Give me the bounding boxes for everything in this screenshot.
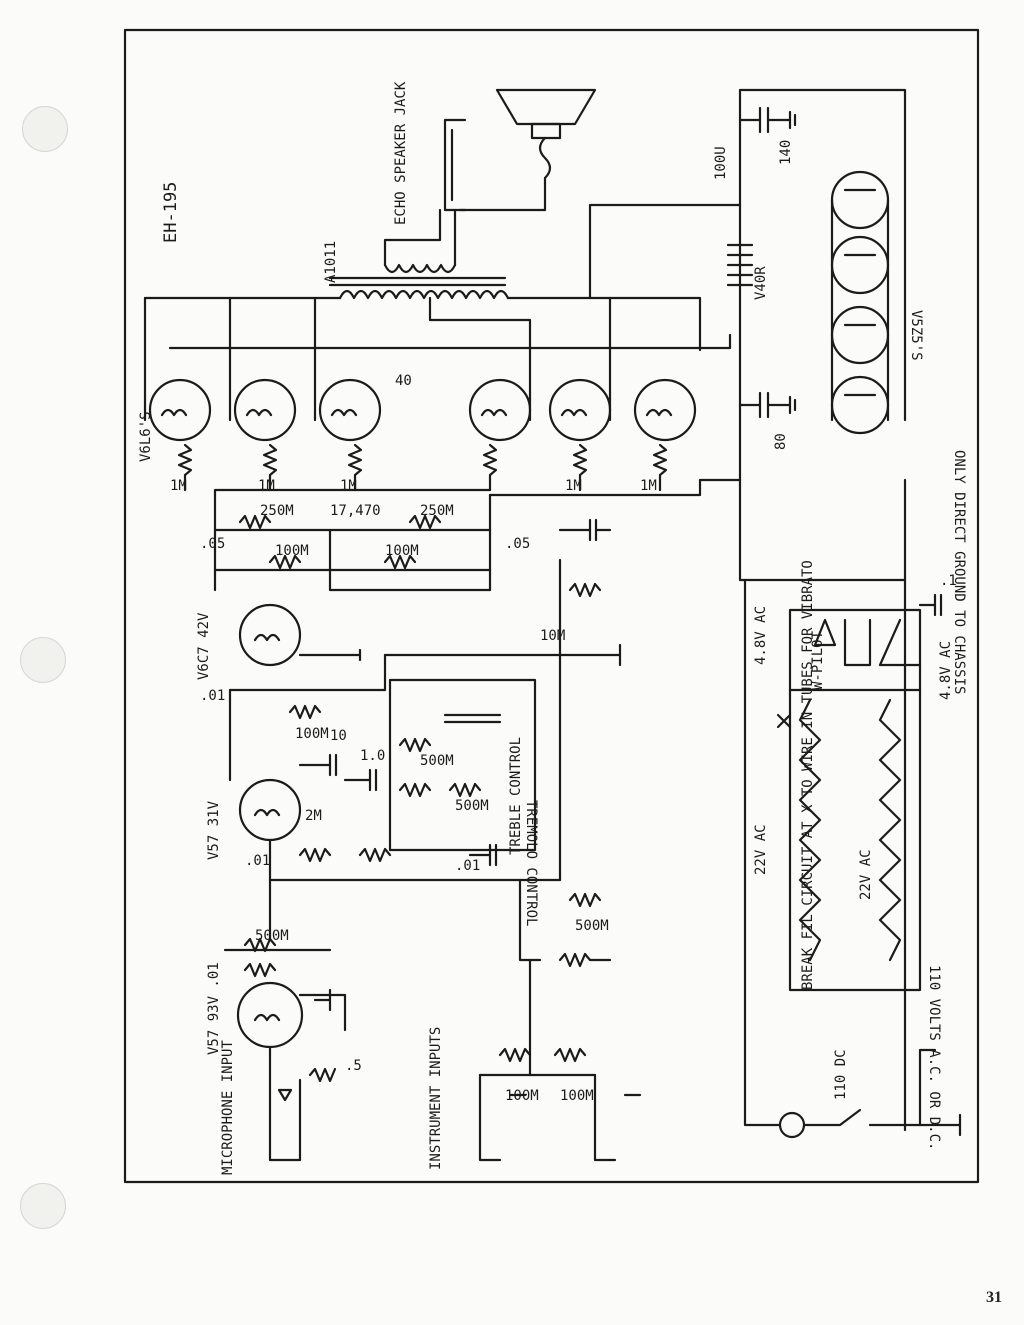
- echo-jack-label: ECHO SPEAKER JACK: [393, 81, 409, 225]
- cap-80-label: 80: [773, 433, 789, 450]
- output-tubes-label: V6L6'S: [138, 411, 154, 462]
- resistor-label: 250M: [260, 503, 294, 519]
- tone-tube-label: V57 31V: [206, 800, 222, 860]
- choke-label: V40R: [753, 266, 769, 300]
- cap-140-label: 140: [778, 140, 794, 165]
- resistor-label: 1M: [565, 478, 582, 494]
- resistor-label: 250M: [420, 503, 454, 519]
- capacitor-label: .5: [345, 1058, 362, 1074]
- capacitor-label: .01: [455, 858, 480, 874]
- resistor-label: 500M: [420, 753, 454, 769]
- capacitor-label: 1.0: [360, 748, 385, 764]
- power-section: [738, 478, 962, 1139]
- tremolo-control-label: TREMOLO CONTROL: [523, 800, 539, 926]
- capacitor-label: .05: [200, 536, 225, 552]
- rectifier-tubes: [830, 170, 890, 435]
- input-stage: [223, 878, 347, 1162]
- microphone-input-label: MICROPHONE INPUT: [220, 1040, 236, 1175]
- filter-cap-top: [738, 106, 797, 134]
- output-transformer: [328, 208, 510, 300]
- pilot-label: W-PILOT: [810, 630, 826, 690]
- resistor-label: 2M: [305, 808, 322, 824]
- capacitor-label: 10: [330, 728, 347, 744]
- tone-section: [228, 653, 562, 882]
- resistor-label: 100M: [505, 1088, 539, 1104]
- resistor-label: 10M: [540, 628, 565, 644]
- resistor-label: 100M: [385, 543, 419, 559]
- pilot-fuse: [778, 1111, 806, 1139]
- resistor-label: 100M: [275, 543, 309, 559]
- model-label: EH-195: [161, 182, 181, 243]
- resistor-label: 500M: [255, 928, 289, 944]
- treble-control-label: TREBLE CONTROL: [508, 737, 524, 855]
- voltage-48-b: 4.8V AC: [938, 641, 954, 700]
- grid-resistors: [177, 443, 668, 592]
- mains-label: 110 VOLTS A.C. OR D.C.: [926, 965, 942, 1150]
- resistor-label: 500M: [455, 798, 489, 814]
- capacitor-label: 40: [395, 373, 412, 389]
- filament-voltage-a: 22V AC: [753, 824, 769, 875]
- capacitor-label: .01: [200, 688, 225, 704]
- filter-choke: [726, 243, 754, 287]
- phase-inverter-network: [213, 493, 612, 882]
- resistor-label: 100M: [295, 726, 329, 742]
- rectifier-label: V5Z5'S: [908, 310, 924, 361]
- ground-note: ONLY DIRECT GROUND TO CHASSIS: [951, 450, 967, 694]
- echo-jack: [443, 118, 547, 212]
- mains-switch-label: 110 DC: [833, 1049, 849, 1100]
- voltage-48-a: 4.8V AC: [753, 606, 769, 665]
- resistor-label: 100M: [560, 1088, 594, 1104]
- page-number: 31: [986, 1289, 1002, 1306]
- capacitor-label: .01: [245, 853, 270, 869]
- cap-100u-label: 100U: [713, 146, 729, 180]
- binder-hole-bottom: [20, 1183, 66, 1229]
- filament-voltage-b: 22V AC: [858, 849, 874, 900]
- capacitor-label: .05: [505, 536, 530, 552]
- schematic-frame: [123, 28, 980, 1184]
- resistor-label: 500M: [575, 918, 609, 934]
- filter-cap-bottom: [738, 391, 797, 419]
- resistor-label: 1M: [170, 478, 187, 494]
- filament-note: BREAK FIL CIRCUIT AT X TO WIRE IN TUBES …: [800, 560, 816, 990]
- resistor-label: 1M: [258, 478, 275, 494]
- instrument-inputs: [478, 878, 642, 1162]
- speaker-symbol: [495, 88, 597, 180]
- binder-hole-middle: [20, 637, 66, 683]
- resistor-label: 17,470: [330, 503, 381, 519]
- resistor-label: 1M: [340, 478, 357, 494]
- driver-tube: [238, 603, 302, 667]
- binder-hole-top: [22, 106, 68, 152]
- output-tubes: [148, 378, 697, 442]
- capacitor-label: .1: [940, 573, 957, 589]
- transformer-label: A1011: [323, 241, 339, 283]
- driver-tube-label: V6C7 42V: [196, 612, 212, 680]
- input-tube-label: V57 93V .01: [206, 962, 222, 1055]
- resistor-label: 1M: [640, 478, 657, 494]
- instrument-inputs-label: INSTRUMENT INPUTS: [428, 1027, 444, 1170]
